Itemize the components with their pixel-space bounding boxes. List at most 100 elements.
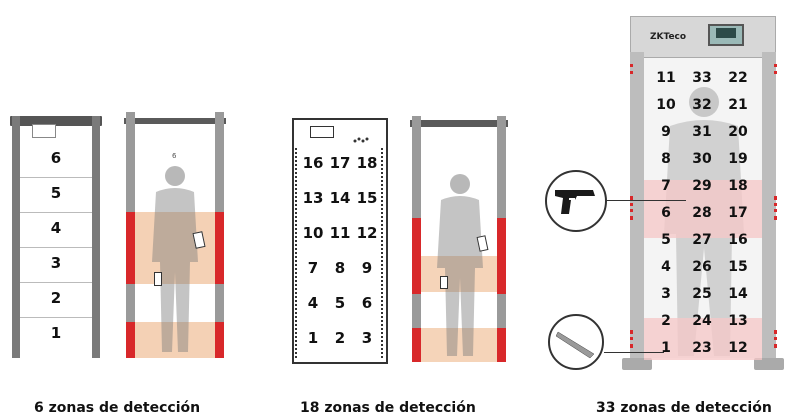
- zone-highlight-band: [644, 318, 762, 360]
- left-post: [630, 52, 644, 362]
- zone-number: 6: [661, 205, 671, 221]
- zone-highlight-4: [135, 212, 215, 284]
- zone-grid: 11 33 22 10 32 21 9 31 20 8 30 19 7 29 1…: [644, 64, 762, 364]
- led-dots: [630, 330, 637, 348]
- zone-number: 10: [302, 224, 324, 242]
- zone-number: 7: [307, 259, 319, 277]
- zone-cell: 5: [20, 177, 92, 213]
- zone-number: 2: [661, 313, 671, 329]
- zone-number: 23: [692, 340, 712, 356]
- zone-number: 20: [728, 124, 748, 140]
- gate-header: [630, 16, 776, 58]
- left-post: [12, 116, 20, 358]
- zone-number: 12: [356, 224, 378, 242]
- led-dots: [630, 196, 637, 220]
- zone-number: 11: [329, 224, 351, 242]
- person-silhouette: [152, 166, 198, 352]
- zone-number: 30: [692, 151, 712, 167]
- zone-number: 22: [728, 70, 748, 86]
- zone-number: 9: [361, 259, 373, 277]
- zone-number: 13: [302, 189, 324, 207]
- zone-cell: 2: [20, 282, 92, 318]
- zone-number: 27: [692, 232, 712, 248]
- zone-number: 15: [728, 259, 748, 275]
- zone-number: 17: [329, 154, 351, 172]
- zone-number: 16: [728, 232, 748, 248]
- zone-grid: 16 17 18 13 14 15 10 11 12 7 8 9 4 5 6 1…: [300, 148, 380, 358]
- zone-number: 12: [728, 340, 748, 356]
- red-panel: [497, 218, 506, 294]
- zone-number: 28: [692, 205, 712, 221]
- led-dots: [774, 196, 781, 220]
- top-bar: [410, 120, 508, 127]
- zone-number: 13: [728, 313, 748, 329]
- zone-number: 2: [334, 329, 346, 347]
- callout-line: [604, 352, 664, 353]
- red-panel: [215, 212, 224, 284]
- left-foot: [622, 358, 652, 370]
- zone-number: 4: [307, 294, 319, 312]
- red-panel: [126, 322, 135, 358]
- right-post: [92, 116, 100, 358]
- left-rail: [295, 148, 299, 358]
- card-icon: [440, 276, 448, 289]
- zone-number: 8: [334, 259, 346, 277]
- knife-icon: [556, 331, 595, 359]
- zone-number: 26: [692, 259, 712, 275]
- person-silhouette: [664, 87, 744, 356]
- callout-line: [606, 200, 686, 201]
- zone-number: 19: [728, 151, 748, 167]
- zone-cell: 3: [20, 247, 92, 283]
- zone-number: 33: [692, 70, 712, 86]
- zone-number: 31: [692, 124, 712, 140]
- zone-number: 32: [692, 97, 712, 113]
- zone-highlight: [421, 328, 497, 362]
- zone-cell: 4: [20, 212, 92, 248]
- zone-number: 11: [656, 70, 676, 86]
- red-panel: [412, 328, 421, 362]
- gate-outline: [292, 118, 388, 364]
- gate-photo-33-zones: ZKTeco 11 33 22 10 32 21 9 31 20 8 30 19…: [622, 12, 784, 376]
- zone-number: 1: [661, 340, 671, 356]
- zone-number: 14: [728, 286, 748, 302]
- zone-column: 6 5 4 3 2 1: [20, 142, 92, 352]
- led-dots: [774, 64, 781, 74]
- right-rail: [381, 148, 385, 358]
- led-indicator: [352, 128, 370, 143]
- zone-number: 3: [50, 254, 62, 272]
- control-box: [32, 124, 56, 138]
- control-box: [310, 126, 334, 138]
- zone-number: 4: [50, 219, 62, 237]
- zone-number: 1: [50, 324, 62, 342]
- red-panel: [412, 218, 421, 294]
- caption-33-zones: 33 zonas de detección: [596, 400, 772, 416]
- top-bar: [124, 118, 226, 124]
- led-dots: [774, 330, 781, 348]
- zone-number: 24: [692, 313, 712, 329]
- zone-number: 1: [307, 329, 319, 347]
- zone-highlight-band: [644, 180, 762, 238]
- caption-18-zones: 18 zonas de detección: [300, 400, 476, 416]
- knife-callout: [548, 314, 604, 370]
- zone-highlight: [421, 256, 497, 292]
- pistol-icon: [555, 190, 595, 214]
- gate-photo-6-zones: 6: [124, 112, 226, 362]
- led-dots: [630, 64, 637, 74]
- zone-number: 18: [728, 178, 748, 194]
- zone-number: 3: [661, 286, 671, 302]
- zone-number: 9: [661, 124, 671, 140]
- zone-number: 5: [334, 294, 346, 312]
- brand-logo: ZKTeco: [650, 32, 687, 42]
- person-silhouette: [437, 174, 483, 356]
- zone-number: 2: [50, 289, 62, 307]
- zone-number: 7: [661, 178, 671, 194]
- zone-number: 21: [728, 97, 748, 113]
- right-post: [762, 52, 776, 362]
- red-panel: [126, 212, 135, 284]
- zone-number: 5: [50, 184, 62, 202]
- card-icon: [154, 272, 162, 286]
- display-digits: [716, 28, 736, 38]
- zone-number: 6: [50, 149, 62, 167]
- zone-number: 5: [661, 232, 671, 248]
- zone-number: 25: [692, 286, 712, 302]
